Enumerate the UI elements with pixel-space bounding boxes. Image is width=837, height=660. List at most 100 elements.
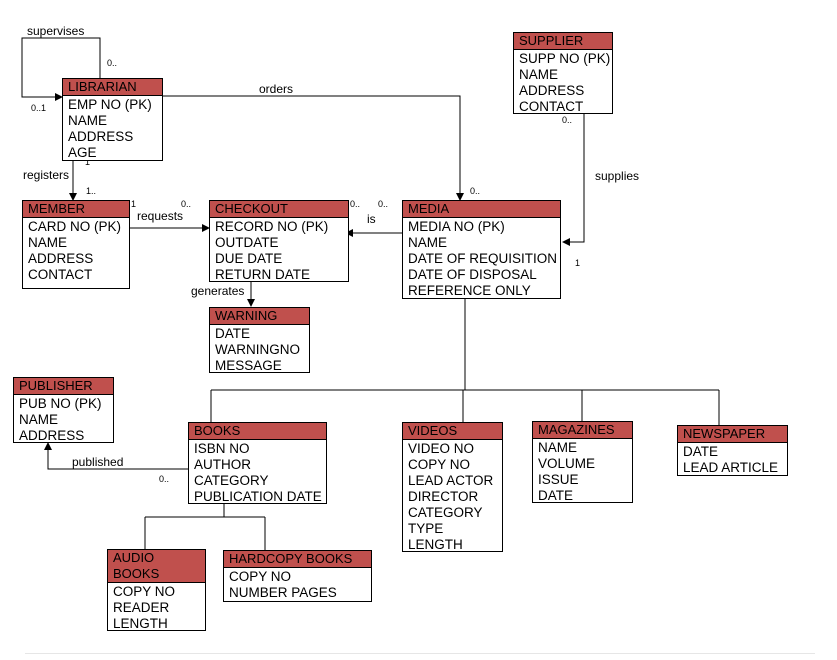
cardinality-is-media: 0.. [378, 199, 389, 209]
attribute: DUE DATE [215, 251, 283, 266]
entity-supplier: SUPPLIER SUPP NO (PK) NAME ADDRESS CONTA… [513, 32, 613, 114]
attribute: MEDIA NO (PK) [408, 219, 505, 234]
entity-media-title: MEDIA [403, 201, 560, 218]
attribute: DIRECTOR [408, 489, 479, 504]
cardinality-is-checkout: 0.. [350, 199, 361, 209]
entity-member-title: MEMBER [23, 201, 129, 218]
attribute: WARNINGNO [215, 342, 300, 357]
orders-line [163, 95, 464, 201]
relationship-label-published: published [72, 455, 124, 469]
bottom-divider [25, 653, 815, 654]
supplies-line [562, 114, 585, 246]
attribute: LENGTH [113, 616, 168, 631]
entity-videos-attributes: VIDEO NO COPY NO LEAD ACTOR DIRECTOR CAT… [403, 440, 502, 553]
attribute: AUTHOR [194, 457, 251, 472]
attribute: VOLUME [538, 456, 596, 471]
entity-warning: WARNING DATE WARNINGNO MESSAGE [209, 307, 310, 373]
attribute: REFERENCE ONLY [408, 283, 531, 298]
entity-publisher-attributes: PUB NO (PK) NAME ADDRESS [14, 395, 113, 444]
attribute: LEAD ARTICLE [683, 460, 779, 475]
attribute: DATE [538, 488, 574, 503]
entity-hardcopy-books: HARDCOPY BOOKS COPY NO NUMBER PAGES [223, 550, 372, 602]
cardinality-orders-media: 0.. [470, 186, 481, 196]
attribute: ISBN NO [194, 441, 250, 456]
attribute: DATE OF REQUISITION [408, 251, 558, 266]
attribute: CATEGORY [408, 505, 483, 520]
entity-newspaper-title: NEWSPAPER [678, 426, 787, 443]
attribute: CATEGORY [194, 473, 269, 488]
relationship-label-supervises: supervises [27, 24, 85, 38]
attribute: SUPP NO (PK) [519, 51, 611, 66]
entity-magazines: MAGAZINES NAME VOLUME ISSUE DATE [532, 421, 633, 503]
entity-checkout-title: CHECKOUT [210, 201, 348, 218]
entity-warning-title: WARNING [210, 308, 309, 325]
attribute: PUBLICATION DATE [194, 489, 322, 504]
attribute: EMP NO (PK) [68, 97, 152, 112]
attribute: NAME [408, 235, 448, 250]
attribute: READER [113, 600, 170, 615]
attribute: PUB NO (PK) [19, 396, 102, 411]
attribute: NUMBER PAGES [229, 585, 337, 600]
attribute: LEAD ACTOR [408, 473, 494, 488]
entity-librarian-title: LIBRARIAN [63, 79, 162, 96]
entity-audio-books: AUDIO BOOKS COPY NO READER LENGTH [107, 549, 206, 631]
entity-member-attributes: CARD NO (PK) NAME ADDRESS CONTACT [23, 218, 129, 283]
attribute: MESSAGE [215, 358, 282, 373]
relationship-label-supplies: supplies [595, 169, 640, 183]
cardinality-supervises-many: 0..1 [31, 103, 47, 113]
attribute: ADDRESS [28, 251, 94, 266]
relationship-label-registers: registers [23, 168, 70, 182]
entity-magazines-attributes: NAME VOLUME ISSUE DATE [533, 439, 632, 504]
entity-checkout: CHECKOUT RECORD NO (PK) OUTDATE DUE DATE… [209, 200, 349, 282]
entity-videos-title: VIDEOS [403, 423, 502, 440]
attribute: LENGTH [408, 537, 463, 552]
entity-librarian: LIBRARIAN EMP NO (PK) NAME ADDRESS AGE [62, 78, 163, 161]
entity-books: BOOKS ISBN NO AUTHOR CATEGORY PUBLICATIO… [188, 422, 327, 504]
entity-checkout-attributes: RECORD NO (PK) OUTDATE DUE DATE RETURN D… [210, 218, 348, 283]
entity-books-attributes: ISBN NO AUTHOR CATEGORY PUBLICATION DATE [189, 440, 326, 505]
cardinality-supplies-media: 1 [575, 258, 581, 268]
published-line [44, 442, 188, 470]
entity-supplier-title: SUPPLIER [514, 33, 612, 50]
entity-publisher: PUBLISHER PUB NO (PK) NAME ADDRESS [13, 377, 114, 443]
attribute: DATE OF DISPOSAL [408, 267, 537, 282]
entity-hardcopy-books-title: HARDCOPY BOOKS [224, 551, 371, 568]
relationship-label-requests: requests [137, 209, 184, 223]
attribute: OUTDATE [215, 235, 279, 250]
cardinality-supplies-supplier: 0.. [562, 115, 573, 125]
relationship-label-is: is [367, 212, 376, 226]
attribute: RETURN DATE [215, 267, 311, 282]
attribute: CARD NO (PK) [28, 219, 122, 234]
attribute: AGE [68, 145, 97, 160]
attribute: ADDRESS [68, 129, 134, 144]
attribute: NAME [19, 412, 59, 427]
attribute: COPY NO [408, 457, 471, 472]
entity-member: MEMBER CARD NO (PK) NAME ADDRESS CONTACT [22, 200, 130, 289]
entity-books-title: BOOKS [189, 423, 326, 440]
entity-hardcopy-books-attributes: COPY NO NUMBER PAGES [224, 568, 371, 601]
entity-media: MEDIA MEDIA NO (PK) NAME DATE OF REQUISI… [402, 200, 561, 299]
attribute: TYPE [408, 521, 444, 536]
entity-audio-books-title: AUDIO BOOKS [108, 550, 205, 583]
entity-supplier-attributes: SUPP NO (PK) NAME ADDRESS CONTACT [514, 50, 612, 115]
entity-audio-books-title-line1: AUDIO [113, 550, 155, 565]
cardinality-supervises-one: 0.. [107, 58, 118, 68]
attribute: NAME [28, 235, 68, 250]
attribute: ADDRESS [19, 428, 85, 443]
attribute: ISSUE [538, 472, 579, 487]
cardinality-requests-member: 1 [131, 199, 137, 209]
attribute: ADDRESS [519, 83, 585, 98]
cardinality-requests-checkout: 0.. [181, 199, 192, 209]
attribute: COPY NO [229, 569, 292, 584]
entity-newspaper-attributes: DATE LEAD ARTICLE [678, 443, 787, 476]
entity-audio-books-attributes: COPY NO READER LENGTH [108, 583, 205, 632]
entity-audio-books-title-line2: BOOKS [113, 566, 160, 581]
attribute: NAME [519, 67, 559, 82]
attribute: RECORD NO (PK) [215, 219, 329, 234]
attribute: CONTACT [28, 267, 93, 282]
entity-videos: VIDEOS VIDEO NO COPY NO LEAD ACTOR DIREC… [402, 422, 503, 552]
supervises-line [21, 37, 101, 101]
entity-media-attributes: MEDIA NO (PK) NAME DATE OF REQUISITION D… [403, 218, 560, 299]
cardinality-registers-one: 1 [85, 157, 91, 167]
